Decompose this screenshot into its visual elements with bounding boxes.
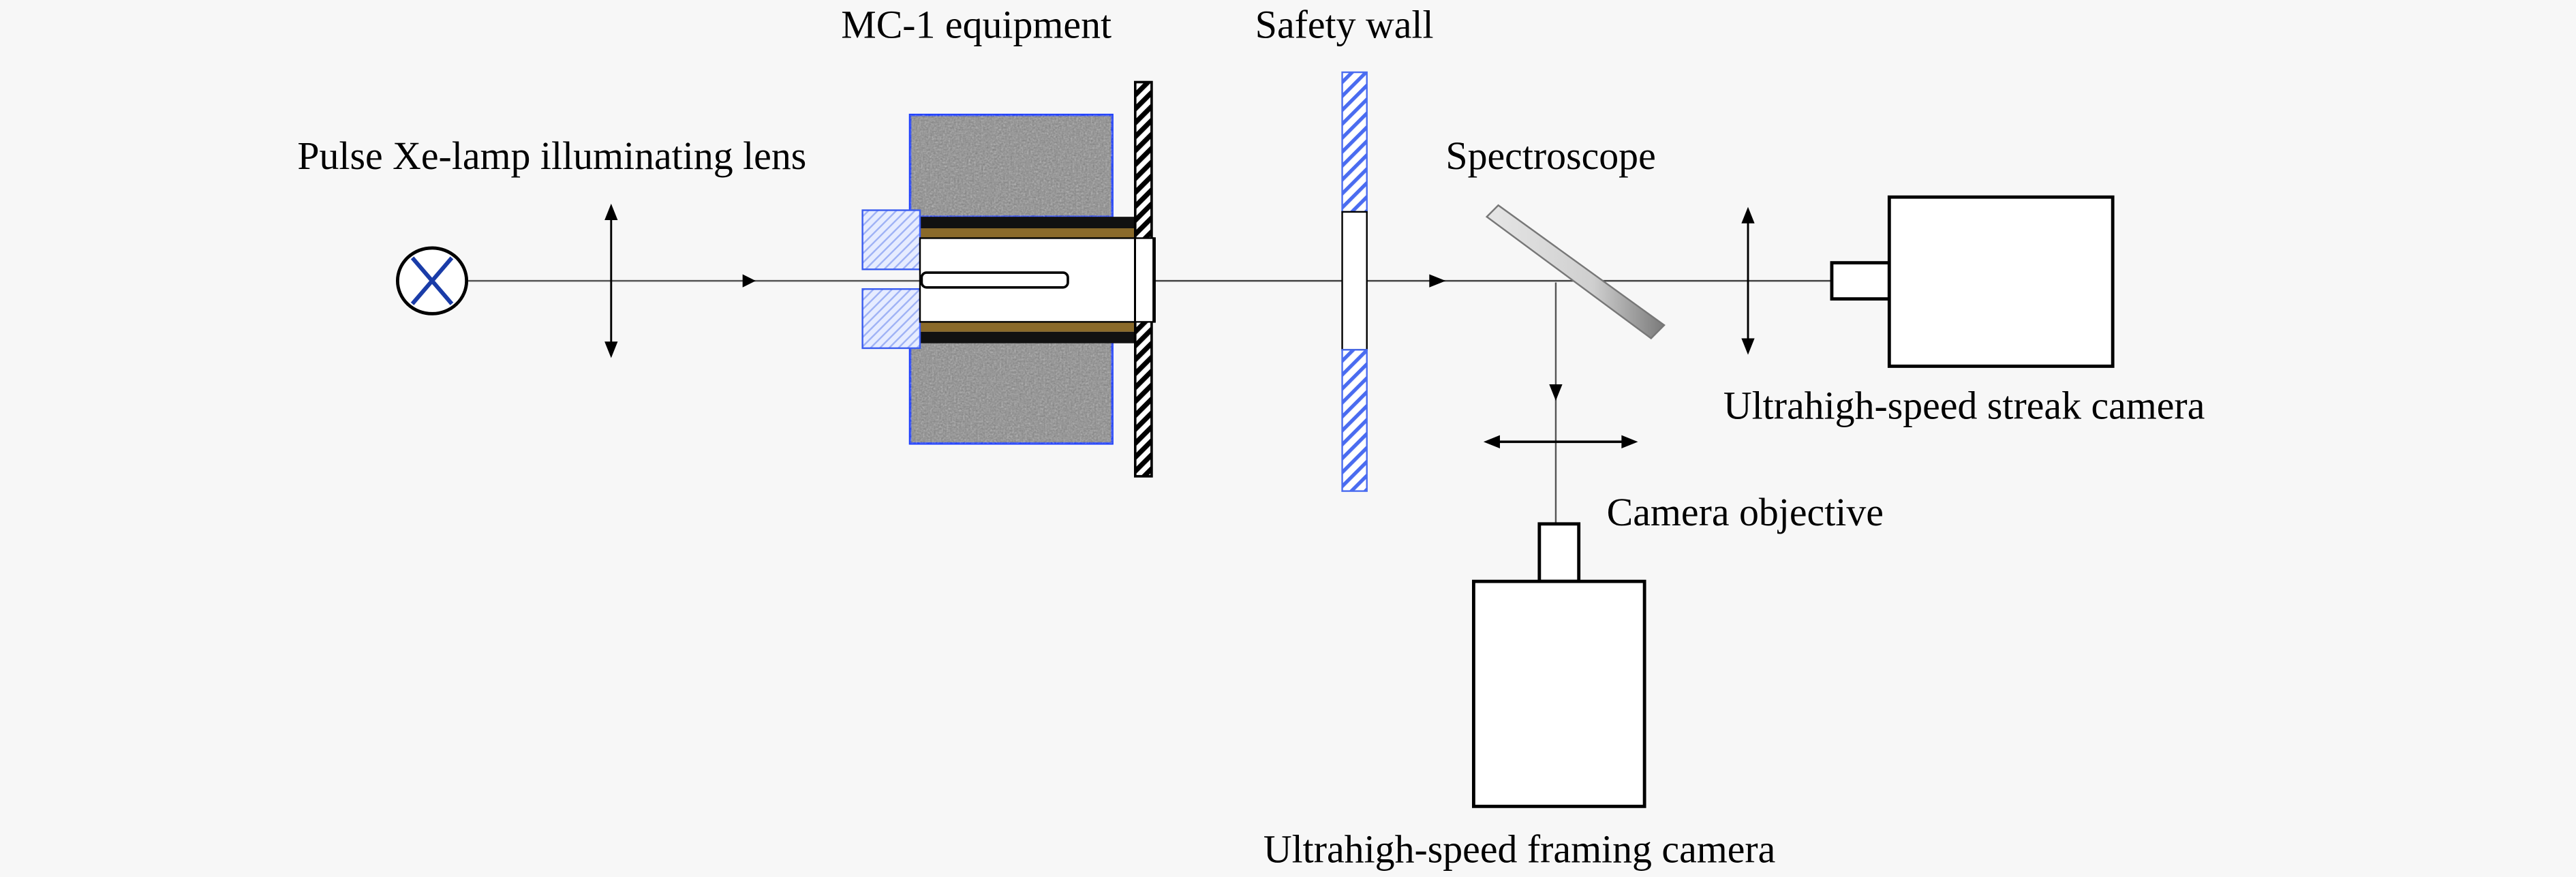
beam-arrow-3: [1549, 384, 1563, 401]
streak-camera-icon: [1830, 195, 2115, 368]
objective-lens-icon: [1483, 435, 1638, 448]
illuminating-lens-icon: [604, 203, 618, 358]
beam-arrow-1: [742, 274, 756, 288]
framing-camera-label: Ultrahigh-speed framing camera: [1263, 827, 1776, 871]
framing-camera-icon: [1471, 522, 1646, 808]
xe-lamp-icon: [395, 246, 469, 316]
spectroscope-icon: [1485, 204, 1666, 340]
lamp-lens-label: Pulse Xe-lamp illuminating lens: [297, 134, 806, 178]
streak-lens-icon: [1741, 206, 1755, 355]
spectroscope-label: Spectroscope: [1445, 134, 1655, 178]
beam-arrow-2: [1429, 274, 1446, 288]
streak-camera-label: Ultrahigh-speed streak camera: [1723, 384, 2205, 428]
safety-wall: [1341, 71, 1368, 492]
mc1-equipment: [861, 80, 1156, 478]
mc1-equipment-label: MC-1 equipment: [841, 2, 1111, 46]
camera-objective-label: Camera objective: [1607, 490, 1884, 534]
safety-wall-label: Safety wall: [1255, 2, 1434, 46]
